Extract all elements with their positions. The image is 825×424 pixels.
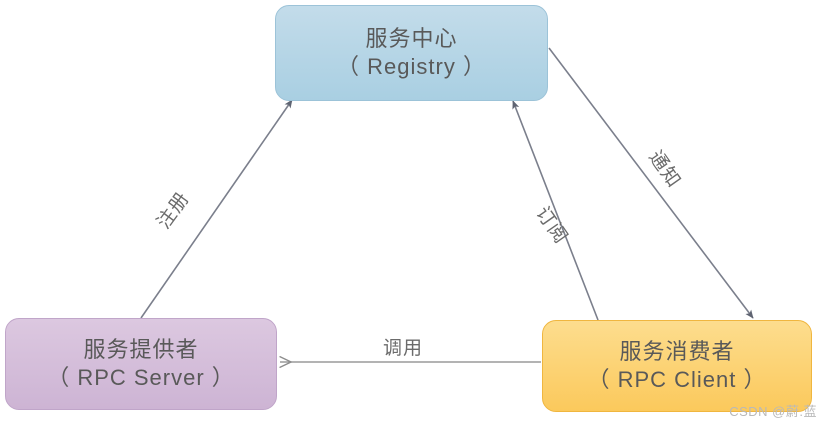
node-rpc-server-subtitle: （ RPC Server ） [47, 365, 235, 390]
node-rpc-server[interactable]: 服务提供者 （ RPC Server ） [5, 318, 277, 410]
node-rpc-client[interactable]: 服务消费者 （ RPC Client ） [542, 320, 812, 412]
node-rpc-server-title: 服务提供者 [83, 336, 199, 362]
edge-subscribe-line [512, 100, 599, 321]
node-registry-subtitle: （ Registry ） [337, 54, 486, 79]
edge-label-invoke: 调用 [383, 338, 424, 359]
edge-notify-line [548, 47, 754, 319]
watermark: CSDN @蔚.蓝 [729, 404, 817, 419]
node-registry[interactable]: 服务中心 （ Registry ） [275, 5, 548, 101]
node-registry-title: 服务中心 [365, 25, 458, 51]
edge-register-line [140, 99, 293, 319]
node-rpc-client-title: 服务消费者 [619, 338, 735, 364]
node-rpc-client-subtitle: （ RPC Client ） [587, 367, 767, 392]
